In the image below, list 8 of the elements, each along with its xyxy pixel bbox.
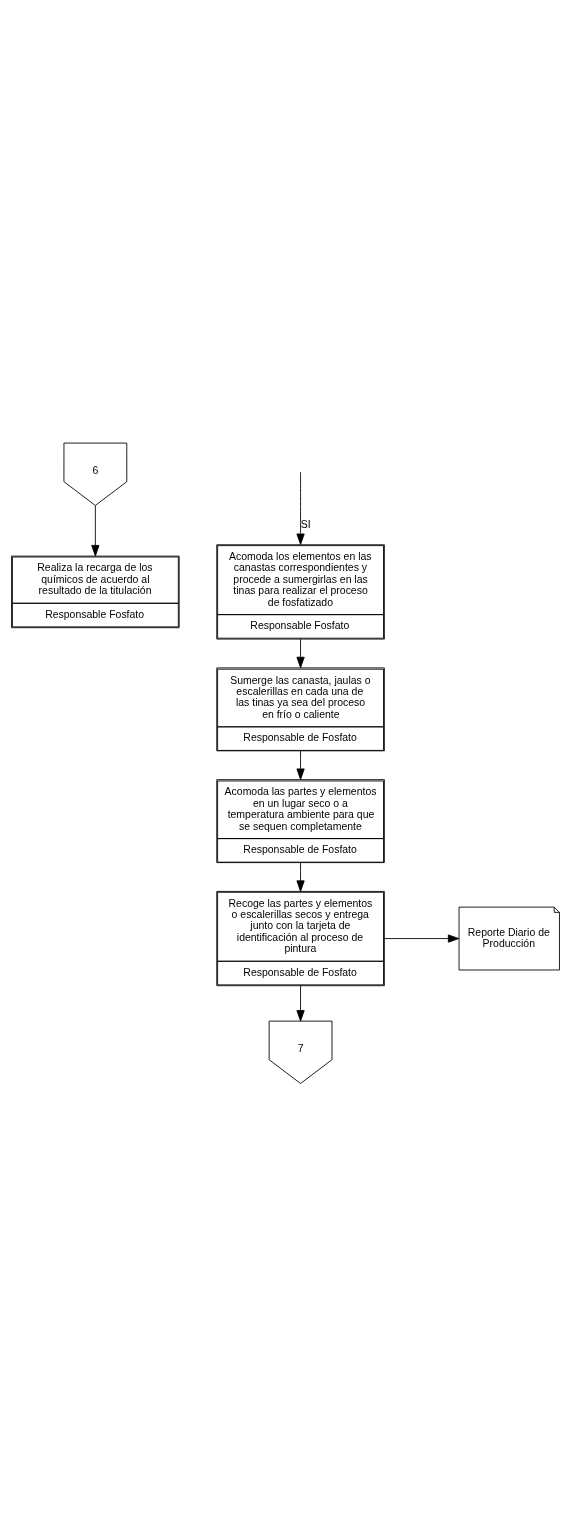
arrow xyxy=(296,985,305,1022)
arrow xyxy=(296,750,305,780)
arrow xyxy=(296,471,305,545)
edge-label: SI xyxy=(300,518,311,530)
arrow xyxy=(296,862,305,892)
arrow xyxy=(296,638,305,669)
arrow xyxy=(384,934,460,943)
arrow xyxy=(91,505,100,557)
